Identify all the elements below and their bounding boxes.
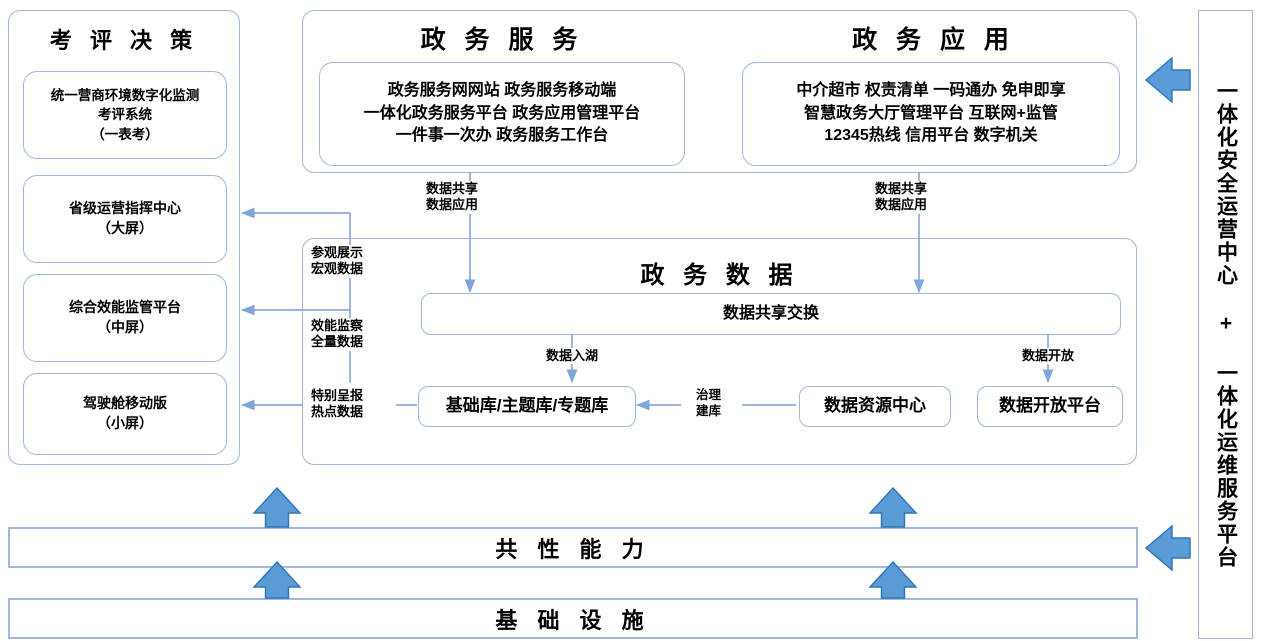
service-line-3: 一件事一次办 政务服务工作台	[395, 127, 609, 145]
label-visit-display: 参观展示 宏观数据	[309, 245, 366, 278]
data-box-resource-center[interactable]: 数据资源中心	[799, 386, 951, 427]
left-box-3[interactable]: 综合效能监管平台 （中屏）	[23, 274, 227, 362]
left-box-3-line-1: 综合效能监管平台	[69, 299, 181, 316]
label-share-app-right: 数据共享 数据应用	[872, 181, 930, 214]
label-share-app-right-line-2: 数据应用	[874, 197, 928, 213]
up-arrow-icon-left-upper	[252, 486, 302, 528]
application-panel: 政 务 应 用 中介超市 权责清单 一码通办 免申即享 智慧政务大厅管理平台 互…	[730, 10, 1137, 173]
infrastructure-label: 基 础 设 施	[495, 607, 651, 633]
common-capability-label: 共 性 能 力	[495, 536, 651, 562]
label-share-app-left-line-2: 数据应用	[425, 197, 479, 213]
label-special-report-line-1: 特别呈报	[311, 388, 364, 403]
service-line-2: 一体化政务服务平台 政务应用管理平台	[363, 104, 641, 122]
label-share-app-left-line-1: 数据共享	[425, 181, 479, 196]
data-box-open-platform[interactable]: 数据开放平台	[977, 386, 1123, 427]
left-box-4[interactable]: 驾驶舱移动版 （小屏）	[23, 373, 227, 455]
label-data-into-lake: 数据入湖	[543, 348, 601, 365]
label-special-report-line-2: 热点数据	[311, 404, 364, 420]
left-box-1-line-2: 考评系统	[98, 107, 152, 123]
data-exchange-label: 数据共享交换	[722, 304, 819, 322]
data-box-repository-label: 基础库/主题库/专题库	[445, 396, 609, 416]
data-panel-title: 政 务 数 据	[640, 262, 799, 289]
data-exchange-bar[interactable]: 数据共享交换	[421, 293, 1121, 335]
left-box-2-line-1: 省级运营指挥中心	[69, 200, 181, 217]
right-panel-security-ops[interactable]: 一体化安全运营中心 + 一体化运维服务平台	[1198, 10, 1253, 639]
label-governance-line-2: 建库	[696, 403, 722, 418]
application-panel-box[interactable]: 中介超市 权责清单 一码通办 免申即享 智慧政务大厅管理平台 互联网+监管 12…	[742, 62, 1120, 166]
label-visit-display-line-2: 宏观数据	[311, 261, 364, 277]
infrastructure-bar[interactable]: 基 础 设 施	[8, 598, 1138, 639]
label-efficiency-supervision: 效能监察 全量数据	[309, 318, 366, 351]
left-box-1-line-1: 统一营商环境数字化监测	[50, 88, 200, 104]
application-line-1: 中介超市 权责清单 一码通办 免申即享	[796, 81, 1066, 99]
left-box-4-line-2: （小屏）	[97, 415, 153, 431]
left-box-3-line-2: （中屏）	[97, 319, 153, 335]
application-line-3: 12345热线 信用平台 数字机关	[824, 127, 1038, 145]
label-efficiency-line-1: 效能监察	[311, 318, 364, 333]
left-box-2[interactable]: 省级运营指挥中心 （大屏）	[23, 175, 227, 263]
service-panel-box[interactable]: 政务服务网网站 政务服务移动端 一体化政务服务平台 政务应用管理平台 一件事一次…	[319, 62, 685, 166]
label-special-report: 特别呈报 热点数据	[309, 388, 366, 421]
data-panel: 政 务 数 据 数据共享交换 基础库/主题库/专题库 数据资源中心 数据开放平台	[302, 238, 1137, 465]
left-arrow-icon-top	[1144, 56, 1191, 104]
label-governance-build: 治理 建库	[694, 388, 724, 420]
left-box-1-line-3: （一表考）	[91, 126, 159, 142]
service-panel: 政 务 服 务 政务服务网网站 政务服务移动端 一体化政务服务平台 政务应用管理…	[302, 10, 702, 173]
left-box-1[interactable]: 统一营商环境数字化监测 考评系统 （一表考）	[23, 71, 227, 159]
service-panel-title: 政 务 服 务	[420, 26, 584, 54]
label-share-app-right-line-1: 数据共享	[874, 181, 928, 196]
label-governance-line-1: 治理	[696, 388, 722, 402]
left-box-2-line-2: （大屏）	[97, 220, 153, 236]
label-share-app-left: 数据共享 数据应用	[423, 181, 481, 214]
application-line-2: 智慧政务大厅管理平台 互联网+监管	[804, 104, 1058, 122]
data-box-repository[interactable]: 基础库/主题库/专题库	[418, 386, 636, 427]
application-panel-title: 政 务 应 用	[852, 26, 1015, 54]
left-arrow-icon-bottom	[1144, 524, 1191, 572]
data-box-open-platform-label: 数据开放平台	[999, 396, 1101, 416]
left-panel-assessment: 考 评 决 策 统一营商环境数字化监测 考评系统 （一表考） 省级运营指挥中心 …	[8, 10, 240, 465]
left-panel-title: 考 评 决 策	[49, 28, 199, 53]
left-box-4-line-1: 驾驶舱移动版	[83, 395, 167, 412]
label-visit-display-line-1: 参观展示	[311, 245, 364, 260]
common-capability-bar[interactable]: 共 性 能 力	[8, 527, 1138, 568]
label-data-open: 数据开放	[1019, 348, 1077, 365]
right-panel-label: 一体化安全运营中心 + 一体化运维服务平台	[1214, 80, 1238, 569]
label-efficiency-line-2: 全量数据	[311, 334, 364, 350]
up-arrow-icon-right-upper	[868, 486, 918, 528]
data-box-resource-center-label: 数据资源中心	[824, 396, 926, 416]
service-line-1: 政务服务网网站 政务服务移动端	[387, 81, 617, 99]
